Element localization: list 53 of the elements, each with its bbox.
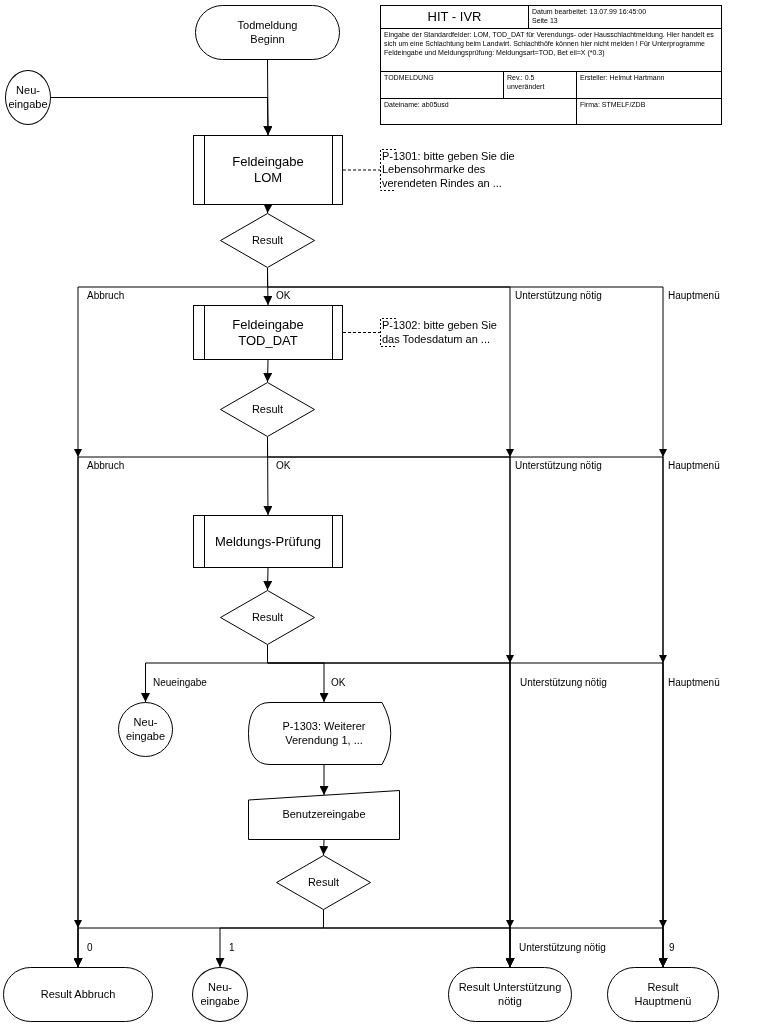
node-label: Result Hauptmenü [633, 981, 693, 1008]
edge-label: OK [275, 290, 292, 302]
node-label: P-1301: bitte geben Sie die Lebensohrmarke des verendeten Rindes an ... [382, 150, 516, 190]
arrow [319, 839, 329, 856]
connector-circle [192, 967, 248, 1022]
decision-diamond [220, 590, 315, 645]
edge-label: 1 [228, 942, 236, 954]
cell-text: HIT - IVR [427, 8, 482, 26]
subprocess-box [193, 515, 343, 568]
manual-input-shape [248, 790, 400, 840]
node-label: P-1302: bitte geben Sie das Todesdatum an ... [382, 319, 498, 346]
decision-diamond [220, 213, 315, 268]
edge-label: Neueingabe [152, 677, 208, 689]
edge-label: Hauptmenü [667, 677, 721, 689]
arrow [263, 567, 273, 591]
node-label: Todmeldung Beginn [236, 19, 299, 46]
node-label: Neu- eingabe [124, 716, 167, 743]
edge-label: OK [275, 460, 292, 472]
node-label: Result [307, 875, 340, 890]
leader-line [342, 332, 381, 333]
node-label: Benutzereingabe [282, 808, 366, 822]
edge-label: Unterstützung nötig [518, 942, 607, 954]
leader-line [342, 169, 381, 171]
subprocess-box [193, 135, 343, 205]
edge-label: Unterstützung nötig [514, 290, 603, 302]
connector-circle [5, 70, 51, 125]
subprocess-box [193, 305, 343, 360]
arrow [50, 97, 273, 136]
edge-label: 9 [668, 942, 676, 954]
decision-diamond [220, 382, 315, 437]
node-label: Result [251, 402, 284, 417]
node-label: Neu- eingabe [8, 84, 48, 111]
node-label: Meldungs-Prüfung [214, 533, 322, 550]
edge-label: 0 [86, 942, 94, 954]
node-label: Result Unterstützung nötig [457, 981, 563, 1008]
node-label: Neu- eingabe [199, 981, 241, 1008]
arrow [319, 764, 329, 796]
decision-diamond [276, 855, 371, 910]
node-label: Result [251, 233, 284, 248]
arrow [263, 203, 273, 214]
edge-label: OK [330, 677, 347, 689]
node-label: P-1303: Weiterer Verendung 1, ... [281, 720, 367, 747]
node-label: Result [251, 610, 284, 625]
node-label: Result Abbruch [40, 987, 116, 1002]
edge-label: Unterstützung nötig [514, 460, 603, 472]
edge-label: Unterstützung nötig [519, 677, 608, 689]
edge-label: Hauptmenü [667, 290, 721, 302]
edge-label: Hauptmenü [667, 460, 721, 472]
edge-label: Abbruch [86, 460, 126, 472]
edge-label: Abbruch [86, 290, 126, 302]
node-label: Feldeingabe LOM [231, 154, 305, 186]
arrow [263, 359, 273, 383]
node-label: Feldeingabe TOD_DAT [231, 316, 305, 349]
